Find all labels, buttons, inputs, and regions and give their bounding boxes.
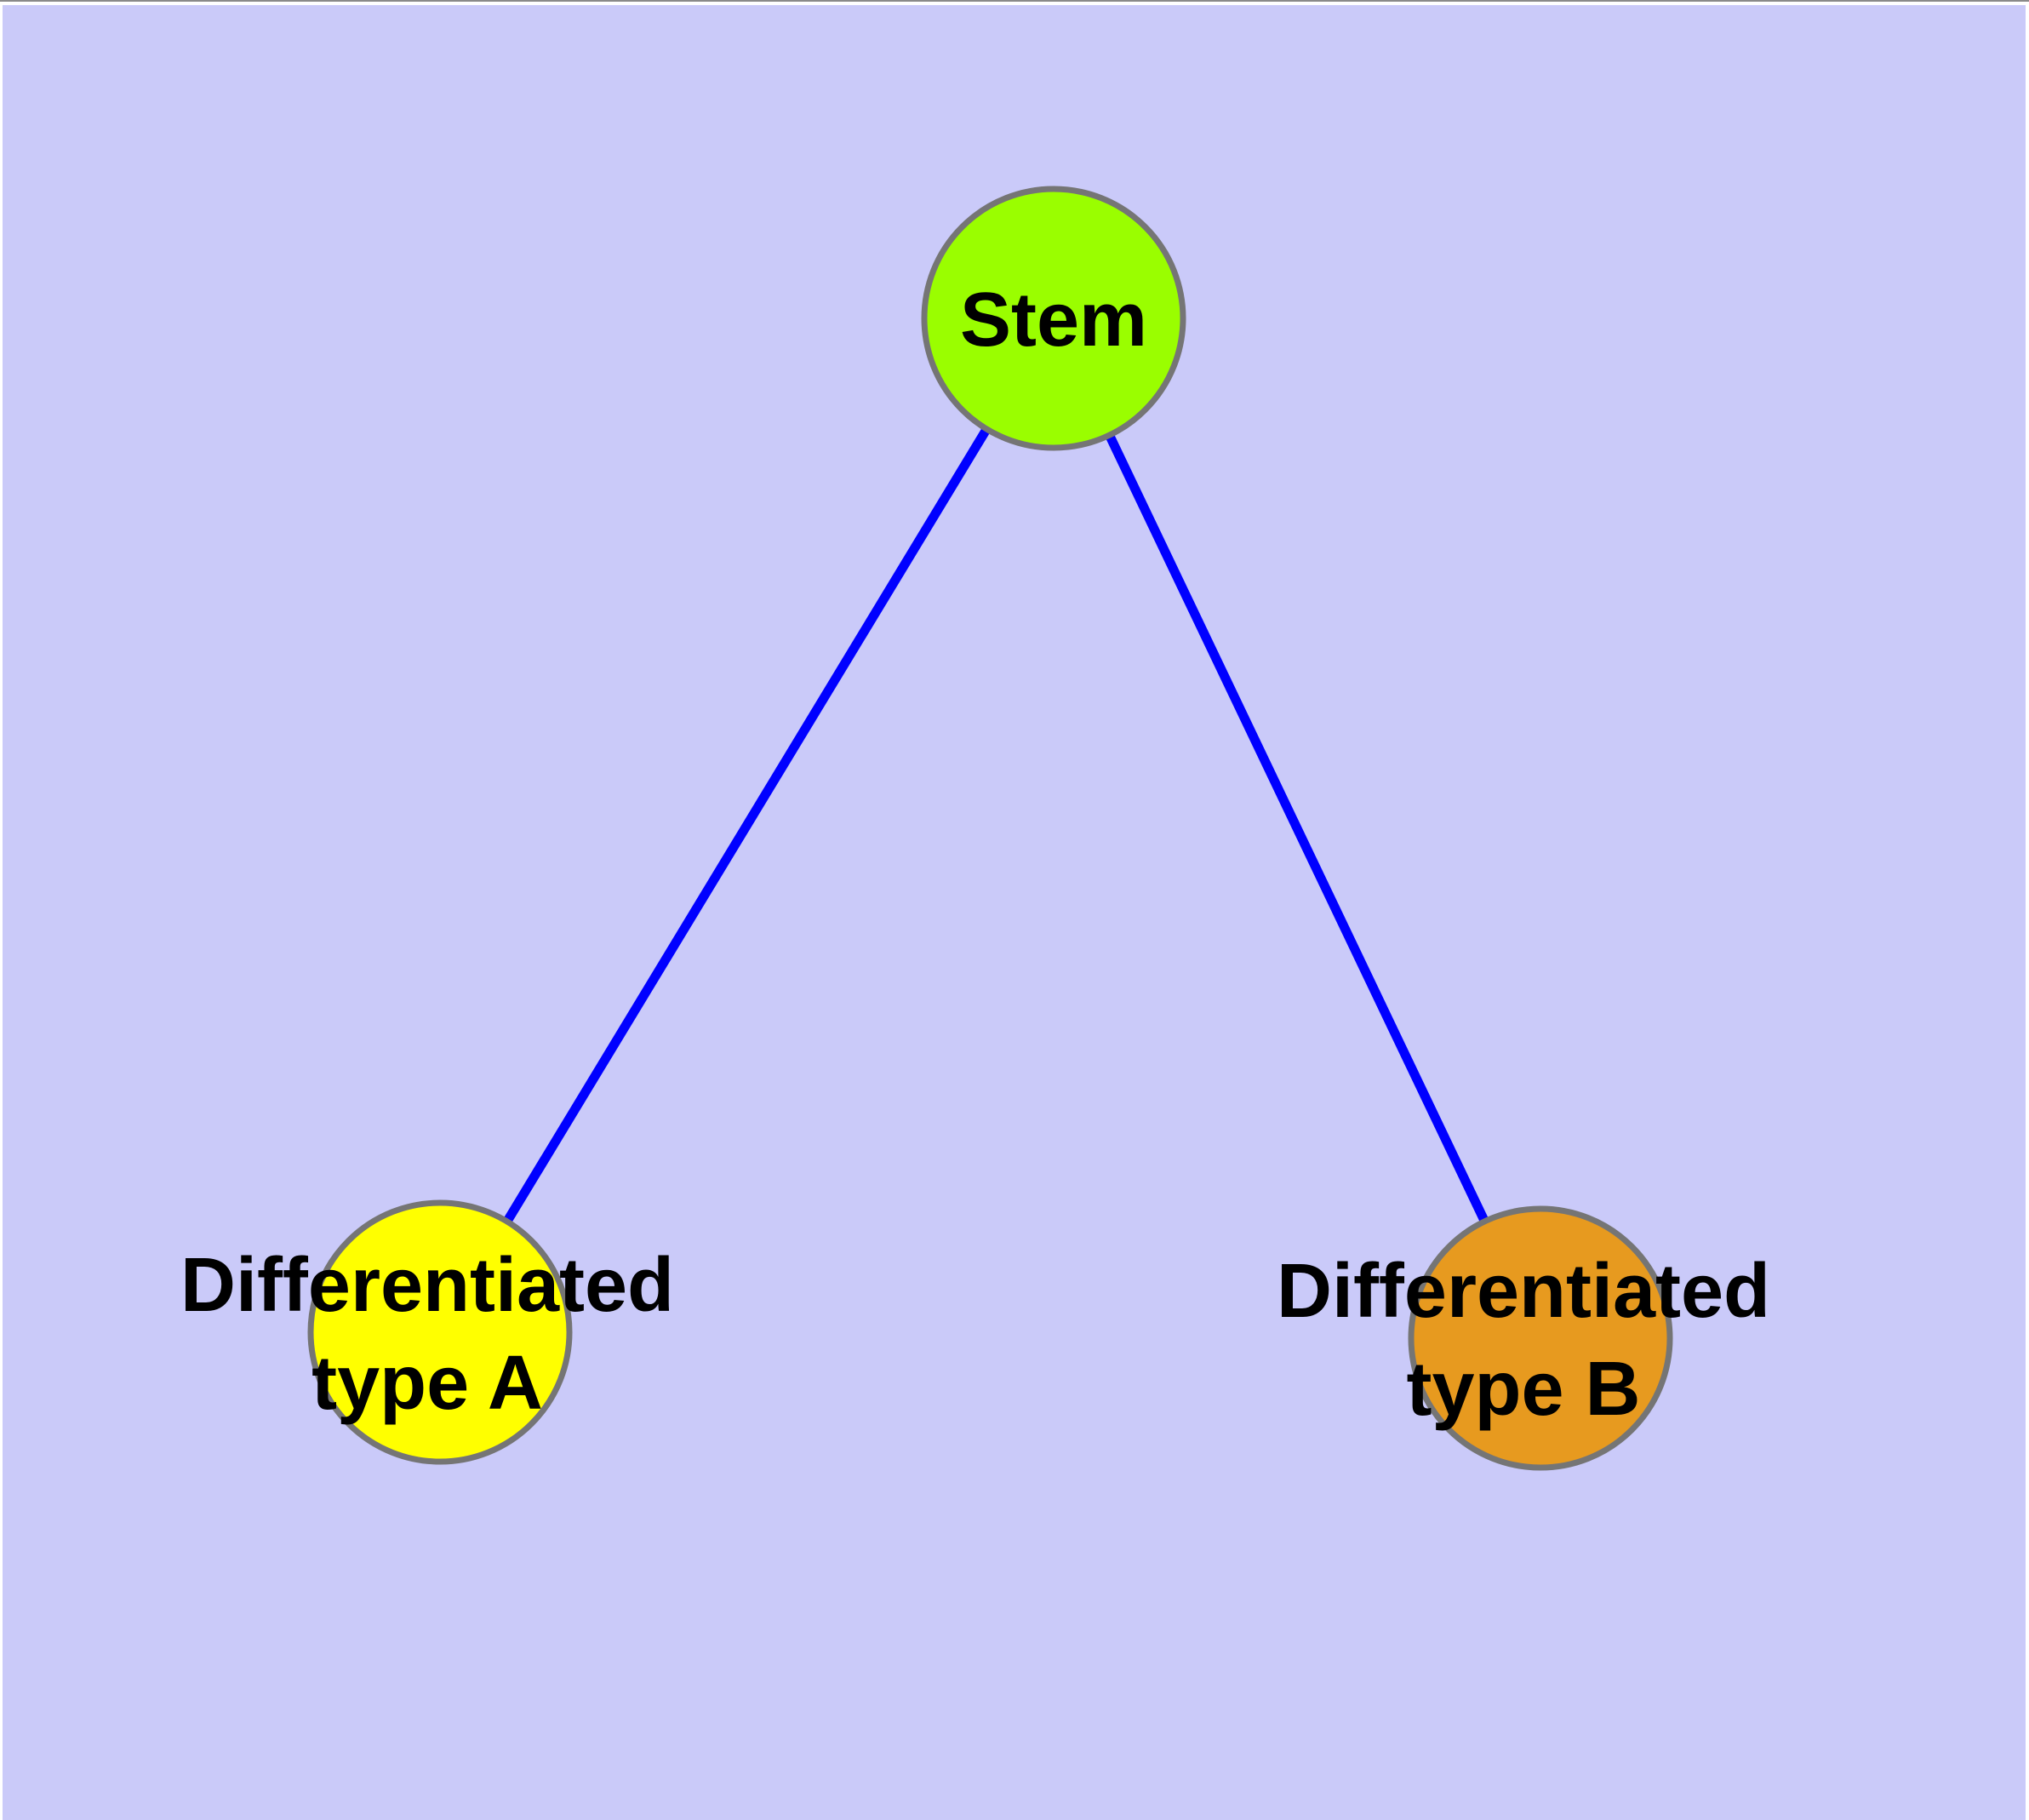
node-type-b-label-line2: type B bbox=[1406, 1347, 1640, 1432]
node-stem bbox=[921, 186, 1186, 451]
node-differentiated-type-b bbox=[1408, 1205, 1673, 1471]
edge-stem-to-type-b bbox=[1049, 316, 1545, 1341]
window-top-border bbox=[0, 0, 2029, 2]
node-differentiated-type-a bbox=[307, 1199, 573, 1465]
edge-stem-to-type-a bbox=[436, 316, 1058, 1335]
node-type-a-label-line2: type A bbox=[311, 1341, 543, 1426]
node-stem-label: Stem bbox=[960, 278, 1147, 363]
node-type-b-label-line1: Differentiated bbox=[1277, 1249, 1770, 1334]
node-type-a-label-line1: Differentiated bbox=[180, 1243, 674, 1328]
